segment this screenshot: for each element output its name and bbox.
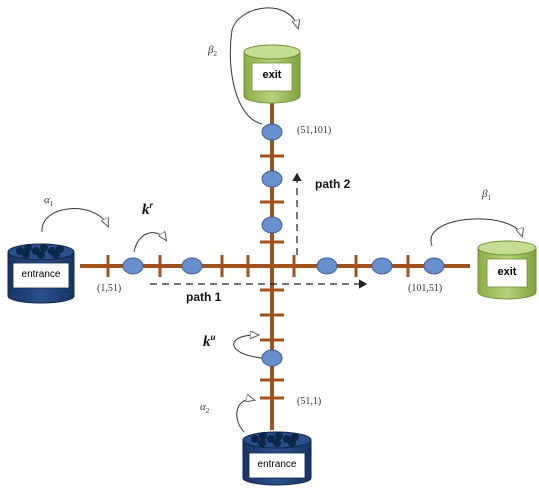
particles bbox=[122, 123, 445, 367]
coord-top: (51,101) bbox=[297, 125, 332, 136]
entrance-bottom-cylinder bbox=[242, 431, 312, 486]
beta1-label: β1 bbox=[482, 188, 491, 203]
entrance-bottom-label: entrance bbox=[257, 459, 297, 470]
horizontal-ticks bbox=[106, 255, 410, 277]
particle bbox=[181, 257, 203, 275]
beta2-label: β2 bbox=[208, 44, 217, 59]
coord-bottom: (51,1) bbox=[297, 396, 322, 407]
particle bbox=[122, 257, 144, 275]
path1-label: path 1 bbox=[186, 290, 222, 304]
exit-top-cylinder bbox=[243, 44, 301, 104]
kr-label: kr bbox=[142, 200, 154, 218]
particle bbox=[261, 349, 283, 367]
alpha1-arrow bbox=[41, 208, 108, 233]
vertical-ticks bbox=[260, 154, 284, 400]
coord-right: (101,51) bbox=[408, 283, 443, 294]
ku-arrow bbox=[233, 335, 263, 359]
entrance-left-label: entrance bbox=[21, 269, 61, 280]
particle bbox=[371, 257, 393, 275]
beta2-arrow bbox=[229, 7, 298, 125]
particle bbox=[261, 170, 283, 188]
particle bbox=[316, 257, 338, 275]
path2-label: path 2 bbox=[315, 177, 351, 191]
exit-top-label: exit bbox=[262, 69, 282, 81]
beta1-arrow bbox=[430, 218, 522, 247]
alpha2-label: α2 bbox=[200, 401, 210, 416]
ku-label: ku bbox=[203, 332, 216, 350]
alpha2-arrow bbox=[236, 399, 254, 433]
exit-right-cylinder bbox=[477, 240, 537, 300]
coord-left: (1,51) bbox=[97, 283, 122, 294]
particle bbox=[261, 123, 283, 141]
particle bbox=[423, 257, 445, 275]
entrance-left-cylinder bbox=[7, 243, 75, 304]
particle bbox=[261, 216, 283, 234]
exit-right-label: exit bbox=[497, 266, 517, 278]
kr-arrow bbox=[133, 233, 166, 253]
alpha1-label: α1 bbox=[44, 194, 54, 209]
